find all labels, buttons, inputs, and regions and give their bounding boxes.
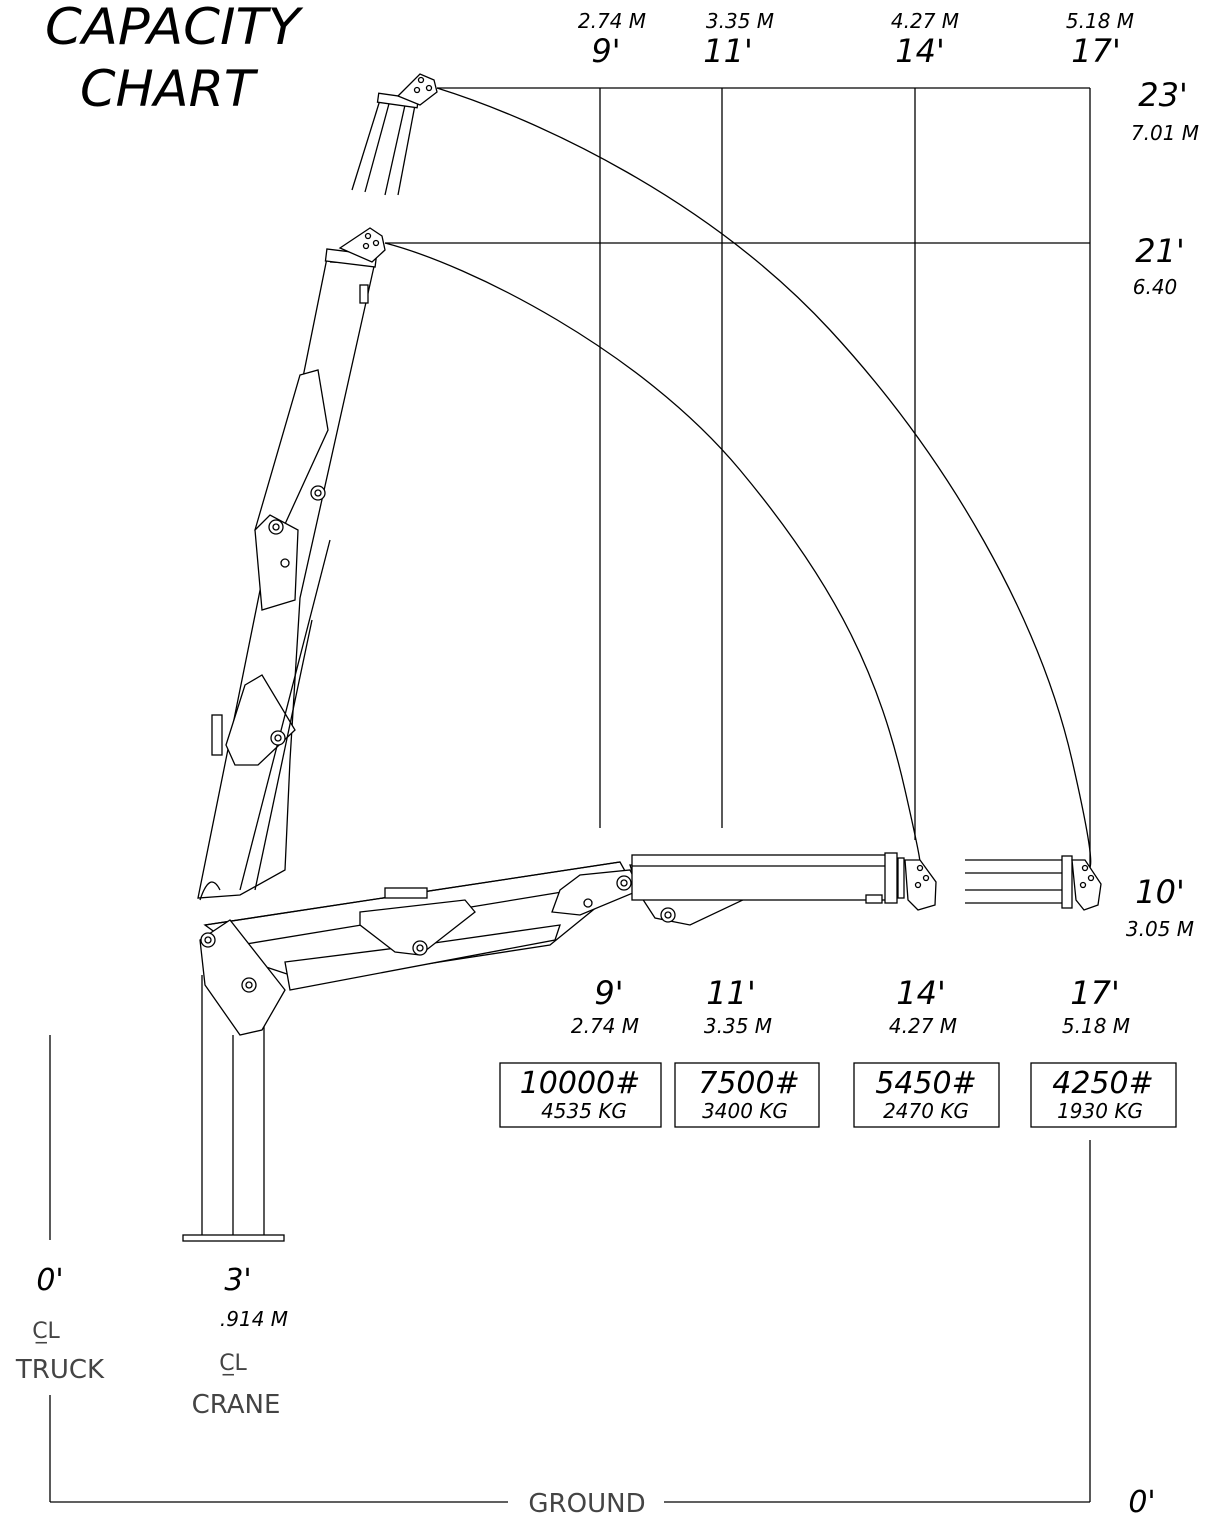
capacity-box-3: 5450# 2470 KG: [853, 1062, 1000, 1128]
capacity-1-kg: 4535 KG: [541, 1099, 627, 1123]
bottom-reach-3-feet: 14': [896, 974, 946, 1012]
bottom-reach-4-feet: 17': [1070, 974, 1120, 1012]
bottom-reach-4-meters: 5.18 M: [1062, 1014, 1130, 1038]
top-reach-4-meters: 5.18 M: [1066, 9, 1134, 33]
capacity-2-kg: 3400 KG: [702, 1099, 788, 1123]
height-23-meters: 7.01 M: [1131, 121, 1199, 145]
bottom-reach-2-feet: 11': [706, 974, 756, 1012]
capacity-1-lb: 10000#: [520, 1066, 641, 1101]
capacity-boxes: 10000# 4535 KG 7500# 3400 KG 5450# 2470 …: [499, 1062, 1177, 1128]
capacity-box-4: 4250# 1930 KG: [1030, 1062, 1177, 1128]
ground-level: 0': [1128, 1485, 1155, 1520]
top-reach-4-feet: 17': [1071, 32, 1121, 70]
crane-drawing: [182, 73, 1102, 1242]
capacity-box-1: 10000# 4535 KG: [499, 1062, 662, 1128]
crane-centerline: 3' .914 M C̲L CRANE: [192, 1263, 289, 1420]
crane-cl-symbol: C̲L: [219, 1351, 247, 1376]
bottom-reach-2-meters: 3.35 M: [704, 1014, 772, 1038]
capacity-box-2: 7500# 3400 KG: [674, 1062, 820, 1128]
capacity-2-lb: 7500#: [698, 1066, 799, 1101]
capacity-4-lb: 4250#: [1052, 1066, 1153, 1101]
capacity-3-lb: 5450#: [875, 1066, 976, 1101]
bottom-reach-labels: 9' 2.74 M 11' 3.35 M 14' 4.27 M 17' 5.18…: [571, 974, 1130, 1038]
reference-lines: [385, 87, 1091, 868]
top-reach-3-feet: 14': [895, 32, 945, 70]
top-reach-labels: 2.74 M 9' 3.35 M 11' 4.27 M 14' 5.18 M 1…: [578, 9, 1134, 70]
bottom-reach-1-meters: 2.74 M: [571, 1014, 639, 1038]
top-reach-1-meters: 2.74 M: [578, 9, 646, 33]
truck-cl-symbol: C̲L: [32, 1319, 60, 1344]
top-reach-2-meters: 3.35 M: [706, 9, 774, 33]
top-reach-3-meters: 4.27 M: [891, 9, 959, 33]
ground-label: GROUND: [528, 1489, 645, 1519]
height-10-feet: 10': [1135, 873, 1185, 911]
height-23-feet: 23': [1138, 76, 1188, 114]
title-line-1: CAPACITY: [45, 0, 304, 56]
height-labels: 23' 7.01 M 21' 6.40 10' 3.05 M: [1126, 76, 1199, 941]
ground-line: GROUND 0': [50, 1140, 1156, 1520]
crane-label: CRANE: [192, 1390, 281, 1420]
height-21-meters: 6.40: [1133, 275, 1178, 299]
truck-centerline: 0' C̲L TRUCK: [15, 1035, 105, 1502]
bottom-reach-1-feet: 9': [594, 974, 623, 1012]
height-21-feet: 21': [1135, 232, 1185, 270]
pin-joints: [200, 76, 1095, 993]
capacity-3-kg: 2470 KG: [883, 1099, 969, 1123]
crane-meters: .914 M: [220, 1307, 288, 1331]
top-reach-2-feet: 11': [703, 32, 753, 70]
crane-feet: 3': [224, 1263, 251, 1298]
title-line-2: CHART: [80, 60, 259, 118]
truck-feet: 0': [36, 1263, 63, 1298]
capacity-4-kg: 1930 KG: [1057, 1099, 1143, 1123]
top-reach-1-feet: 9': [591, 32, 620, 70]
truck-label: TRUCK: [15, 1355, 105, 1385]
bottom-reach-3-meters: 4.27 M: [889, 1014, 957, 1038]
height-10-meters: 3.05 M: [1126, 917, 1194, 941]
reach-arcs: [384, 87, 1092, 871]
